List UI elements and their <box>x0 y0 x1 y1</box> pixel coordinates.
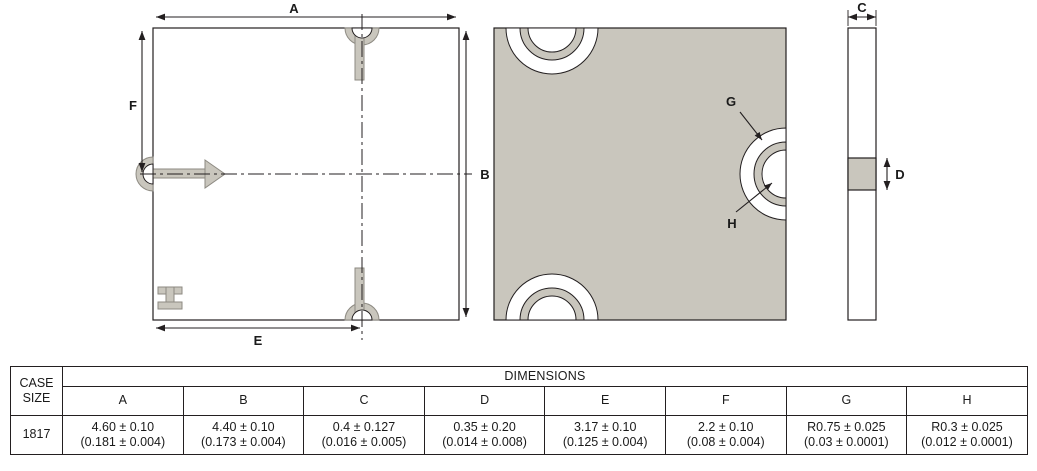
column-header-d: D <box>423 385 546 416</box>
package-drawing: A B F E G <box>129 0 905 348</box>
label-b: B <box>480 167 489 182</box>
cell-dimension-e: 3.17 ± 0.10 (0.125 ± 0.004) <box>544 414 666 455</box>
cell-f-metric: 2.2 ± 0.10 <box>698 420 754 434</box>
top-view: A B F E <box>129 1 490 348</box>
corner-notches <box>505 27 787 321</box>
notch-bottom-left-hole <box>527 295 577 321</box>
cell-c-imperial: (0.016 ± 0.005) <box>321 434 407 449</box>
case-size-header-line2: SIZE <box>22 390 51 405</box>
leader-line-h <box>735 182 773 213</box>
column-header-h: H <box>906 385 1028 416</box>
dimensions-title: DIMENSIONS <box>62 366 1028 387</box>
label-g: G <box>726 94 736 109</box>
dimensions-table-wrapper: CASE SIZE DIMENSIONS A B C D E F G H 181… <box>10 366 1028 455</box>
cell-e-metric: 3.17 ± 0.10 <box>573 420 637 434</box>
cell-c-metric: 0.4 ± 0.127 <box>332 420 396 434</box>
body-view: G H <box>493 27 787 321</box>
package-body <box>493 27 787 321</box>
cell-dimension-h: R0.3 ± 0.025 (0.012 ± 0.0001) <box>906 414 1028 455</box>
cell-g-imperial: (0.03 ± 0.0001) <box>804 434 889 449</box>
side-profile-termination <box>847 157 877 191</box>
case-size-header: CASE SIZE <box>10 366 63 416</box>
pad-mark-h-bottom <box>157 301 183 310</box>
column-header-f: F <box>664 385 787 416</box>
case-size-header-line1: CASE <box>19 376 54 391</box>
cell-b-imperial: (0.173 ± 0.004) <box>201 434 286 449</box>
cell-dimension-c: 0.4 ± 0.127 (0.016 ± 0.005) <box>303 414 425 455</box>
notch-top-left-hole <box>527 27 577 53</box>
column-header-e: E <box>544 385 666 416</box>
cell-e-imperial: (0.125 ± 0.004) <box>562 434 648 449</box>
hole-top <box>351 27 373 39</box>
column-header-b: B <box>182 385 305 416</box>
cell-dimension-d: 0.35 ± 0.20 (0.014 ± 0.008) <box>423 414 546 455</box>
cell-a-metric: 4.60 ± 0.10 <box>91 420 155 434</box>
leader-line-g <box>739 111 763 141</box>
cell-case-size: 1817 <box>10 414 63 455</box>
cell-dimension-b: 4.40 ± 0.10 (0.173 ± 0.004) <box>182 414 305 455</box>
cell-h-metric: R0.3 ± 0.025 <box>931 420 1003 434</box>
label-d: D <box>895 167 904 182</box>
label-h: H <box>727 216 736 231</box>
cell-g-metric: R0.75 ± 0.025 <box>807 420 886 434</box>
cell-dimension-f: 2.2 ± 0.10 (0.08 ± 0.004) <box>664 414 787 455</box>
table-row: 1817 4.60 ± 0.10 (0.181 ± 0.004) 4.40 ± … <box>10 414 1028 455</box>
cell-b-metric: 4.40 ± 0.10 <box>212 420 275 434</box>
cell-d-imperial: (0.014 ± 0.008) <box>442 434 527 449</box>
column-header-g: G <box>785 385 908 416</box>
table-header-row-columns: A B C D E F G H <box>11 385 1028 416</box>
cell-a-imperial: (0.181 ± 0.004) <box>80 434 166 449</box>
column-header-c: C <box>303 385 425 416</box>
dimensions-table: CASE SIZE DIMENSIONS A B C D E F G H 181… <box>10 366 1028 455</box>
label-c: C <box>857 0 867 15</box>
side-view: C D <box>847 0 905 321</box>
cell-f-imperial: (0.08 ± 0.004) <box>686 434 765 449</box>
cell-h-imperial: (0.012 ± 0.0001) <box>921 434 1013 449</box>
column-header-a: A <box>62 385 184 416</box>
label-e: E <box>254 333 263 348</box>
cell-dimension-a: 4.60 ± 0.10 (0.181 ± 0.004) <box>62 414 184 455</box>
cell-d-metric: 0.35 ± 0.20 <box>453 420 516 434</box>
label-f: F <box>129 98 137 113</box>
cell-dimension-g: R0.75 ± 0.025 (0.03 ± 0.0001) <box>785 414 908 455</box>
table-header-row-title: CASE SIZE DIMENSIONS <box>10 366 1028 416</box>
label-a: A <box>289 1 299 16</box>
